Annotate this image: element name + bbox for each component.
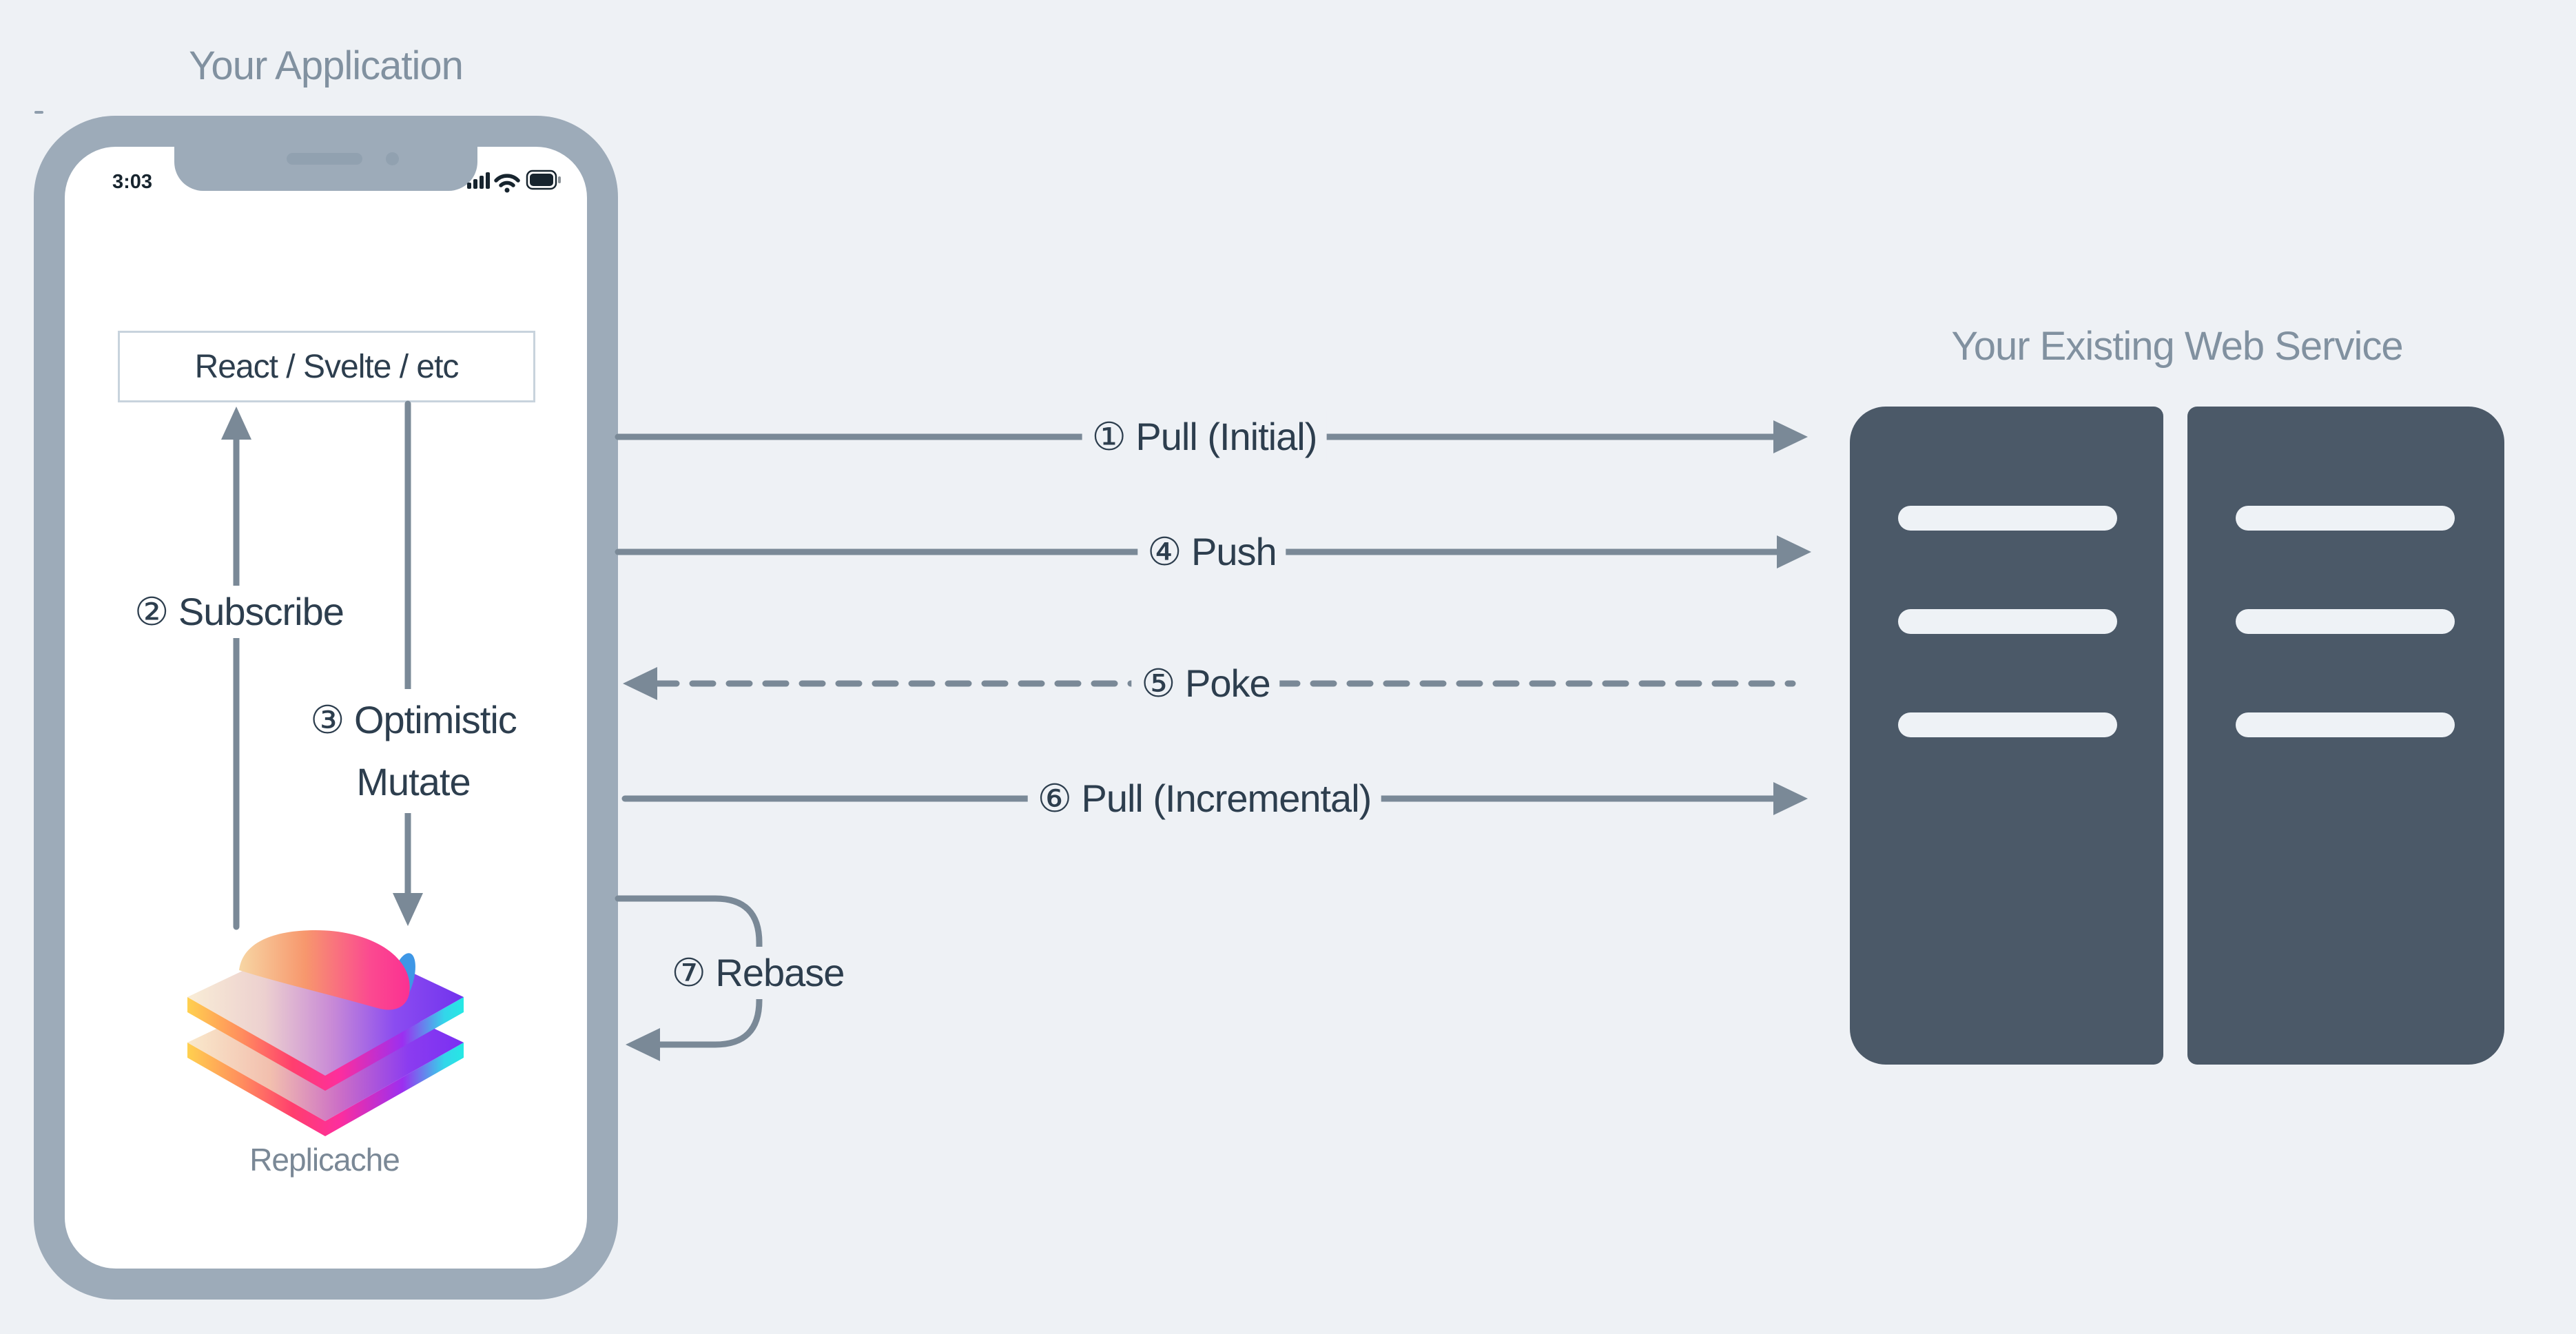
server-slot-bar [1898,506,2117,531]
pull-initial-label: ① Pull (Initial) [1082,411,1327,463]
rebase-label: ⑦ Rebase [661,947,854,999]
application-title: Your Application [189,43,464,88]
poke-label: ⑤ Poke [1131,657,1280,710]
push-label: ④ Push [1137,526,1286,578]
server-rack-left [1850,407,2163,1065]
replicache-label: Replicache [249,1142,400,1178]
server-slot-bar [2236,506,2455,531]
optimistic-line1: ③ Optimistic [310,698,517,741]
pull-initial-arrowhead [1773,420,1808,453]
stray-mark [34,111,43,114]
server-slot-bar [2236,609,2455,634]
server-slot-bar [2236,712,2455,737]
framework-box: React / Svelte / etc [118,331,535,402]
poke-arrowhead [623,667,657,700]
signal-icon [467,172,490,189]
replicache-logo-icon [187,930,464,1136]
optimistic-mutate-label: ③ Optimistic Mutate [300,689,526,813]
mutate-arrowhead [393,893,423,926]
battery-icon [526,170,561,190]
phone-notch [174,147,477,191]
web-service-title: Your Existing Web Service [1951,324,2403,369]
pull-incremental-arrowhead [1773,782,1808,815]
status-icons [467,170,561,193]
pull-incremental-label: ⑥ Pull (Incremental) [1027,772,1381,825]
subscribe-arrowhead [221,407,251,440]
camera-icon [386,152,399,165]
push-arrowhead [1777,535,1811,568]
server-slot-bar [1898,609,2117,634]
subscribe-label: ② Subscribe [125,586,353,638]
wifi-icon [494,174,520,193]
status-time: 3:03 [112,171,153,193]
rebase-arrowhead [626,1028,660,1061]
speaker-slot-icon [287,153,362,165]
server-slot-bar [1898,712,2117,737]
server-rack-right [2187,407,2504,1065]
optimistic-line2: Mutate [356,760,471,803]
